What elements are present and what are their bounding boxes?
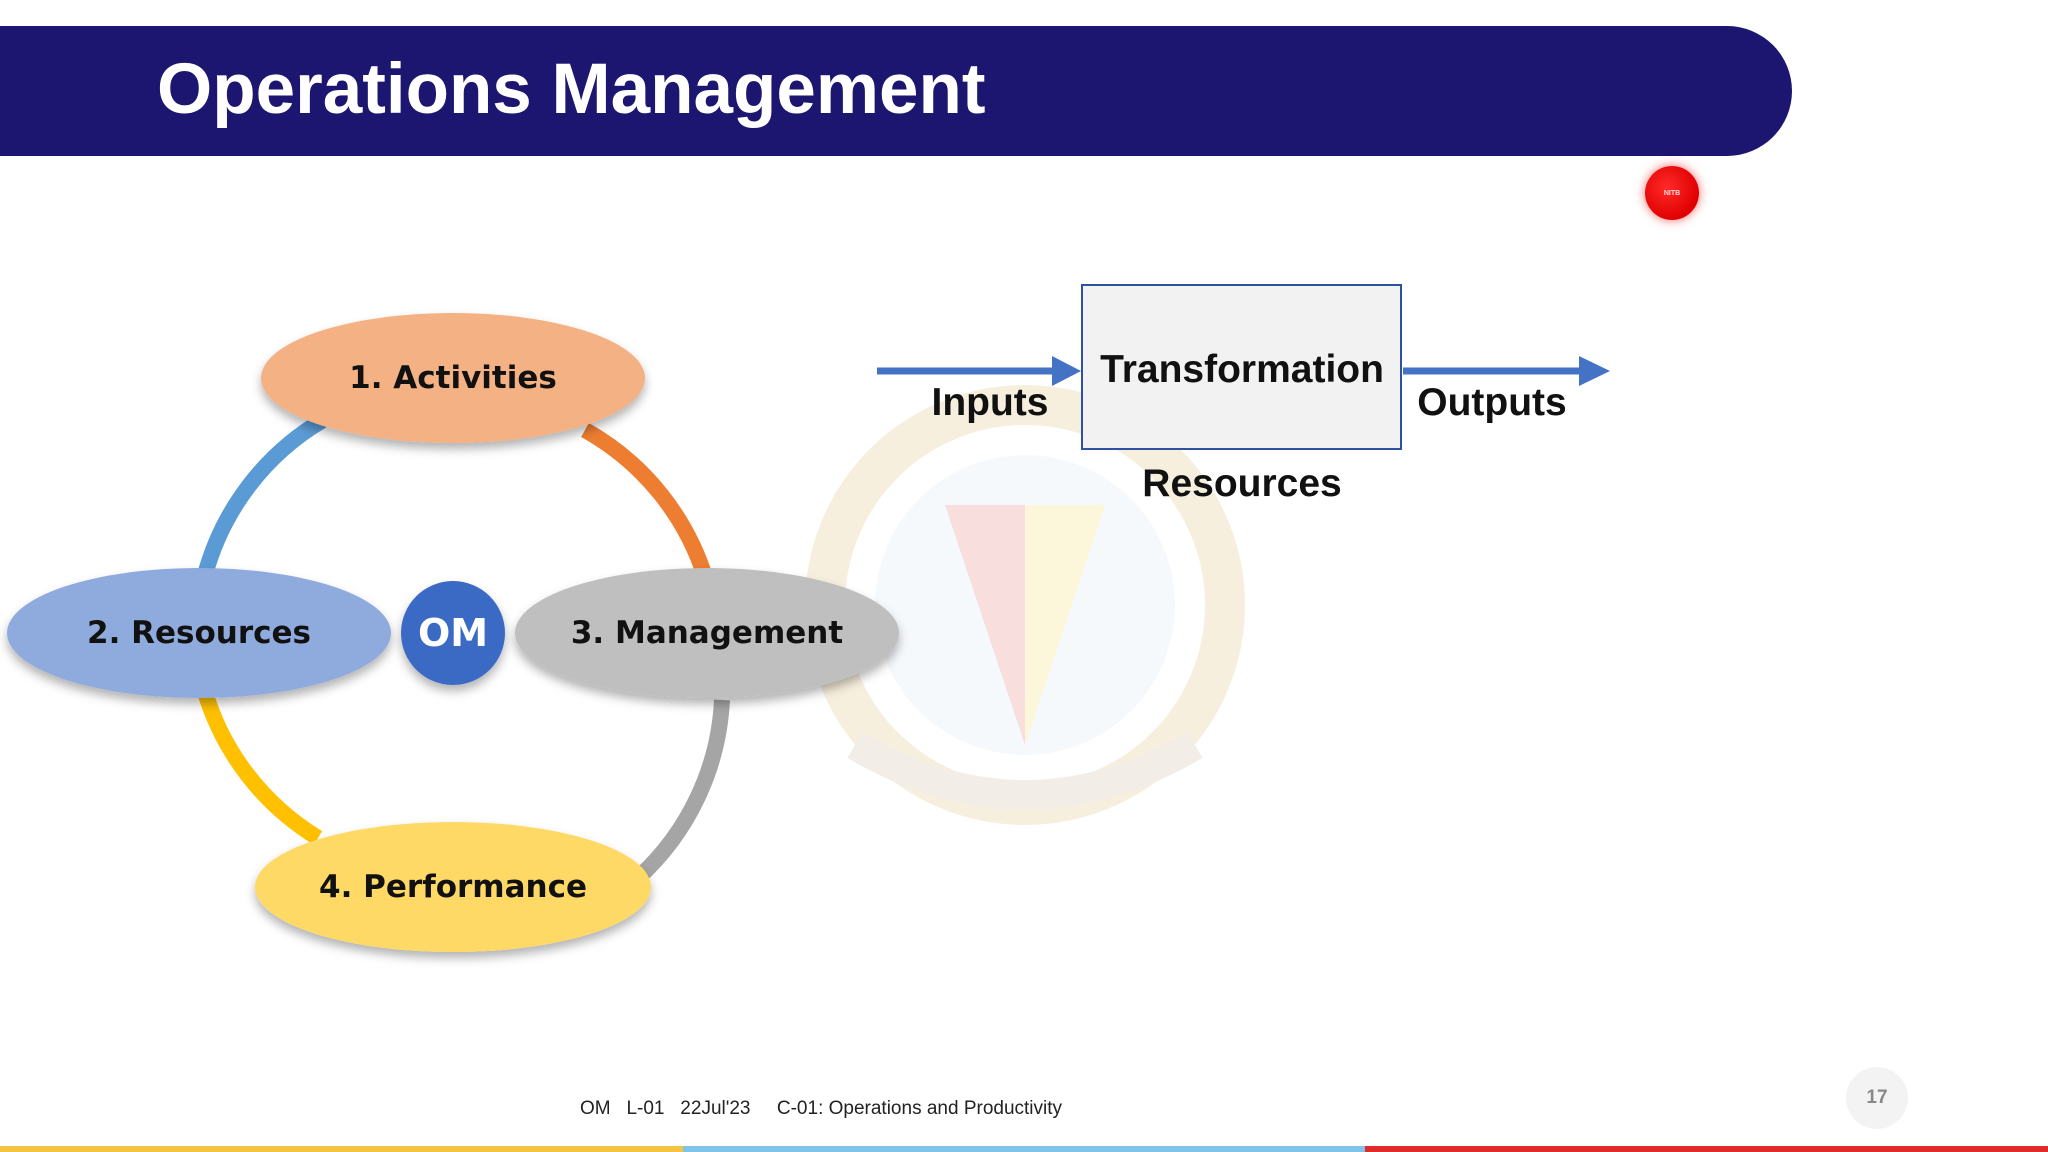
outputs-label: Outputs bbox=[1417, 381, 1567, 424]
recording-indicator[interactable]: NITB bbox=[1645, 166, 1699, 220]
transformation-box bbox=[1081, 284, 1402, 450]
footer-stripe-blue bbox=[683, 1146, 1365, 1152]
node-label-activities: 1. Activities bbox=[349, 360, 557, 396]
footer-caption: OM L-01 22Jul'23 C-01: Operations and Pr… bbox=[580, 1098, 1063, 1119]
slide-title: Operations Management bbox=[157, 50, 986, 129]
node-label-performance: 4. Performance bbox=[319, 869, 587, 905]
node-resources bbox=[7, 568, 391, 698]
arc-top-left bbox=[197, 413, 328, 578]
arc-bottom-left bbox=[197, 689, 323, 845]
footer-stripe-yellow bbox=[0, 1146, 683, 1152]
inputs-label: Inputs bbox=[931, 381, 1049, 424]
footer-stripe-red bbox=[1365, 1146, 2048, 1152]
page-number: 17 bbox=[1846, 1067, 1908, 1129]
input-arrow-head bbox=[1052, 356, 1081, 386]
node-label-management: 3. Management bbox=[570, 615, 844, 651]
indicator-label: NITB bbox=[1663, 189, 1681, 197]
transformation-label: Transformation bbox=[1100, 348, 1384, 391]
emblem-watermark-icon bbox=[805, 385, 1245, 825]
arc-bottom-right bbox=[632, 699, 730, 884]
node-activities bbox=[261, 313, 645, 443]
node-management bbox=[515, 568, 899, 698]
node-performance bbox=[255, 822, 651, 952]
title-banner bbox=[0, 26, 1792, 156]
om-center-label: OM bbox=[417, 611, 489, 655]
output-arrow-head bbox=[1579, 356, 1610, 386]
resources-label: Resources bbox=[1142, 462, 1342, 505]
node-label-resources: 2. Resources bbox=[87, 615, 311, 651]
om-center-circle bbox=[401, 581, 505, 685]
arc-top-right bbox=[581, 423, 714, 583]
